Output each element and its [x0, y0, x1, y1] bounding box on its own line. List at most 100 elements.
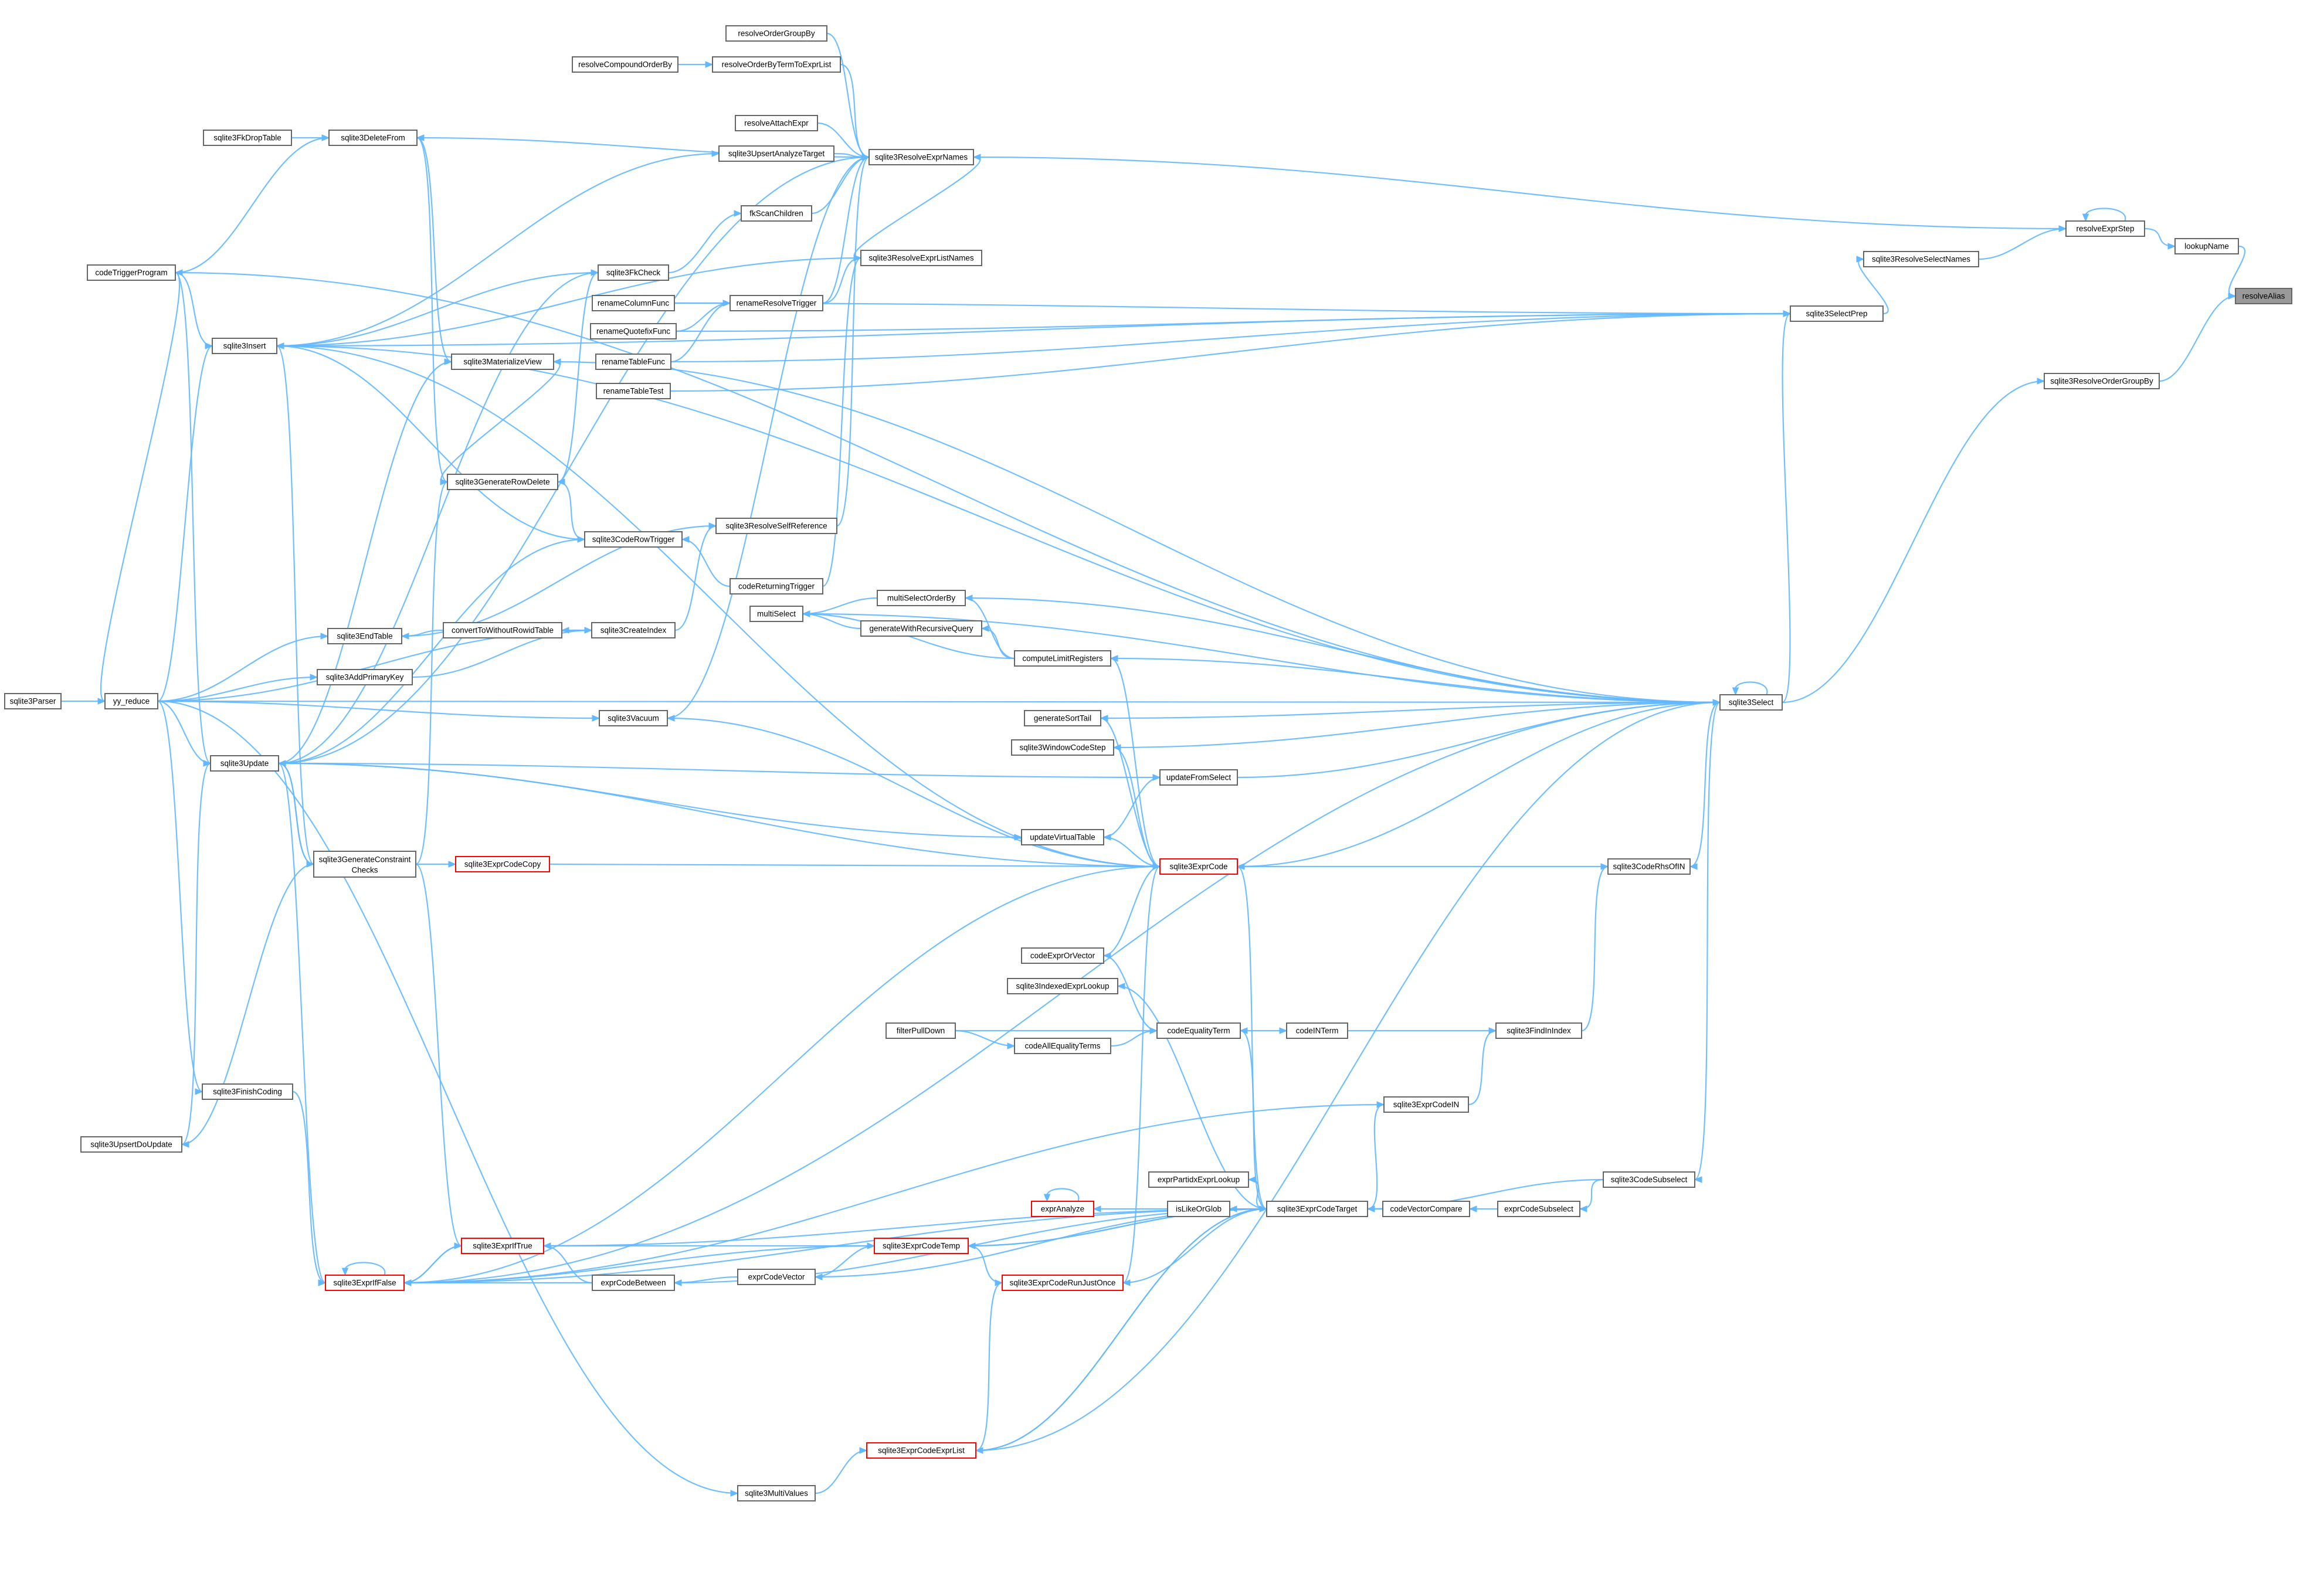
- node-resolveOrderByTermToExprList[interactable]: resolveOrderByTermToExprList: [712, 56, 841, 73]
- node-sqlite3ResolveExprNames[interactable]: sqlite3ResolveExprNames: [868, 149, 974, 165]
- edge-line: [416, 137, 452, 363]
- node-multiSelectOrderBy[interactable]: multiSelectOrderBy: [877, 590, 966, 606]
- node-renameResolveTrigger[interactable]: renameResolveTrigger: [730, 295, 823, 311]
- node-resolveExprStep[interactable]: resolveExprStep: [2065, 220, 2145, 237]
- node-exprCodeVector[interactable]: exprCodeVector: [737, 1269, 816, 1285]
- node-sqlite3WindowCodeStep[interactable]: sqlite3WindowCodeStep: [1011, 739, 1114, 756]
- node-renameColumnFunc[interactable]: renameColumnFunc: [592, 295, 675, 311]
- edge-arrowhead: [1102, 834, 1111, 841]
- node-lookupName[interactable]: lookupName: [2174, 238, 2239, 254]
- node-codeEqualityTerm[interactable]: codeEqualityTerm: [1156, 1022, 1241, 1039]
- node-box: [4, 693, 62, 709]
- node-box: [749, 606, 803, 622]
- node-renameTableTest[interactable]: renameTableTest: [596, 383, 671, 399]
- node-box: [80, 1136, 182, 1153]
- node-sqlite3ExprIfFalse[interactable]: sqlite3ExprIfFalse: [325, 1275, 405, 1291]
- node-resolveOrderGroupBy[interactable]: resolveOrderGroupBy: [725, 25, 827, 42]
- node-sqlite3CodeRhsOfIN[interactable]: sqlite3CodeRhsOfIN: [1607, 858, 1691, 875]
- node-exprCodeBetween[interactable]: exprCodeBetween: [592, 1275, 675, 1291]
- node-generateWithRecursiveQuery[interactable]: generateWithRecursiveQuery: [860, 620, 982, 637]
- node-sqlite3FkDropTable[interactable]: sqlite3FkDropTable: [203, 130, 292, 146]
- node-sqlite3GenerateRowDelete[interactable]: sqlite3GenerateRowDelete: [447, 474, 558, 490]
- edge-sqlite3ResolveOrderGroupBy-to-resolveAlias: [2159, 293, 2237, 382]
- node-sqlite3Insert[interactable]: sqlite3Insert: [212, 338, 277, 354]
- edge-sqlite3ExprCodeTarget-to-sqlite3ExprCode: [1236, 863, 1267, 1210]
- node-label: exprAnalyze: [1041, 1205, 1084, 1214]
- node-sqlite3SelectPrep[interactable]: sqlite3SelectPrep: [1790, 305, 1884, 322]
- node-sqlite3ExprCodeCopy[interactable]: sqlite3ExprCodeCopy: [455, 856, 550, 872]
- edge-line: [2144, 227, 2176, 247]
- node-sqlite3ExprCodeIN[interactable]: sqlite3ExprCodeIN: [1383, 1096, 1469, 1113]
- node-label: sqlite3ExprCodeRunJustOnce: [1010, 1279, 1116, 1287]
- node-sqlite3UpsertDoUpdate[interactable]: sqlite3UpsertDoUpdate: [80, 1136, 182, 1153]
- node-sqlite3MaterializeView[interactable]: sqlite3MaterializeView: [451, 354, 554, 370]
- edge-sqlite3FkCheck-to-fkScanChildren: [668, 210, 742, 274]
- node-sqlite3FindInIndex[interactable]: sqlite3FindInIndex: [1495, 1022, 1582, 1039]
- edge-line: [175, 137, 330, 274]
- node-sqlite3FkCheck[interactable]: sqlite3FkCheck: [598, 264, 669, 281]
- node-convertToWithoutRowidTable[interactable]: convertToWithoutRowidTable: [443, 622, 562, 638]
- node-sqlite3CodeSubselect[interactable]: sqlite3CodeSubselect: [1603, 1171, 1695, 1188]
- node-label: sqlite3Vacuum: [608, 714, 659, 723]
- node-box: [1014, 1038, 1111, 1054]
- node-sqlite3AddPrimaryKey[interactable]: sqlite3AddPrimaryKey: [317, 669, 413, 685]
- node-exprPartidxExprLookup[interactable]: exprPartidxExprLookup: [1148, 1171, 1249, 1188]
- node-sqlite3DeleteFrom[interactable]: sqlite3DeleteFrom: [328, 130, 418, 146]
- node-isLikeOrGlob[interactable]: isLikeOrGlob: [1167, 1201, 1230, 1217]
- edge-sqlite3SelectPrep-to-sqlite3ResolveSelectNames: [1856, 256, 1889, 315]
- node-sqlite3ExprCodeTemp[interactable]: sqlite3ExprCodeTemp: [874, 1238, 969, 1254]
- node-codeVectorCompare[interactable]: codeVectorCompare: [1382, 1201, 1470, 1217]
- node-renameTableFunc[interactable]: renameTableFunc: [595, 354, 671, 370]
- node-sqlite3CodeRowTrigger[interactable]: sqlite3CodeRowTrigger: [584, 531, 683, 548]
- edge-arrowhead: [592, 715, 600, 722]
- node-codeINTerm[interactable]: codeINTerm: [1286, 1022, 1348, 1039]
- node-sqlite3ExprIfTrue[interactable]: sqlite3ExprIfTrue: [461, 1238, 544, 1254]
- node-codeExprOrVector[interactable]: codeExprOrVector: [1021, 947, 1104, 964]
- node-sqlite3ResolveSelfReference[interactable]: sqlite3ResolveSelfReference: [715, 518, 837, 534]
- node-updateFromSelect[interactable]: updateFromSelect: [1159, 769, 1238, 786]
- node-sqlite3ResolveOrderGroupBy[interactable]: sqlite3ResolveOrderGroupBy: [2044, 373, 2160, 389]
- node-sqlite3ExprCode[interactable]: sqlite3ExprCode: [1159, 858, 1238, 875]
- node-box: [210, 755, 279, 772]
- node-codeAllEqualityTerms[interactable]: codeAllEqualityTerms: [1014, 1038, 1111, 1054]
- node-fkScanChildren[interactable]: fkScanChildren: [741, 205, 812, 222]
- node-renameQuotefixFunc[interactable]: renameQuotefixFunc: [590, 323, 677, 339]
- node-updateVirtualTable[interactable]: updateVirtualTable: [1021, 829, 1104, 845]
- node-resolveCompoundOrderBy[interactable]: resolveCompoundOrderBy: [572, 56, 678, 73]
- edge-arrowhead: [1112, 744, 1121, 751]
- node-yy_reduce[interactable]: yy_reduce: [104, 693, 158, 709]
- node-sqlite3ExprCodeRunJustOnce[interactable]: sqlite3ExprCodeRunJustOnce: [1002, 1275, 1124, 1291]
- node-resolveAlias[interactable]: resolveAlias: [2235, 288, 2292, 304]
- node-exprCodeSubselect[interactable]: exprCodeSubselect: [1497, 1201, 1580, 1217]
- node-sqlite3FinishCoding[interactable]: sqlite3FinishCoding: [202, 1083, 293, 1100]
- node-sqlite3Update[interactable]: sqlite3Update: [210, 755, 279, 772]
- node-sqlite3ExprCodeTarget[interactable]: sqlite3ExprCodeTarget: [1266, 1201, 1368, 1217]
- node-sqlite3EndTable[interactable]: sqlite3EndTable: [327, 628, 402, 644]
- node-codeReturningTrigger[interactable]: codeReturningTrigger: [730, 578, 823, 594]
- edge-arrowhead: [552, 358, 561, 365]
- node-filterPullDown[interactable]: filterPullDown: [886, 1022, 956, 1039]
- node-sqlite3ResolveSelectNames[interactable]: sqlite3ResolveSelectNames: [1863, 251, 1979, 267]
- node-sqlite3Parser[interactable]: sqlite3Parser: [4, 693, 62, 709]
- edge-arrowhead: [2082, 213, 2089, 222]
- node-sqlite3ExprCodeExprList[interactable]: sqlite3ExprCodeExprList: [866, 1442, 976, 1459]
- node-generateSortTail[interactable]: generateSortTail: [1024, 710, 1101, 726]
- node-sqlite3IndexedExprLookup[interactable]: sqlite3IndexedExprLookup: [1007, 978, 1118, 994]
- node-multiSelect[interactable]: multiSelect: [749, 606, 803, 622]
- node-sqlite3UpsertAnalyzeTarget[interactable]: sqlite3UpsertAnalyzeTarget: [718, 145, 834, 162]
- node-sqlite3ResolveExprListNames[interactable]: sqlite3ResolveExprListNames: [860, 250, 982, 266]
- edge-line: [681, 538, 731, 587]
- node-sqlite3CreateIndex[interactable]: sqlite3CreateIndex: [591, 622, 676, 638]
- node-box: [1159, 858, 1238, 875]
- node-sqlite3Select[interactable]: sqlite3Select: [1719, 694, 1783, 711]
- node-exprAnalyze[interactable]: exprAnalyze: [1031, 1201, 1094, 1217]
- node-resolveAttachExpr[interactable]: resolveAttachExpr: [735, 115, 818, 131]
- node-codeTriggerProgram[interactable]: codeTriggerProgram: [87, 264, 176, 281]
- node-label: sqlite3ExprCodeTemp: [883, 1242, 960, 1251]
- node-sqlite3MultiValues[interactable]: sqlite3MultiValues: [737, 1485, 816, 1501]
- node-computeLimitRegisters[interactable]: computeLimitRegisters: [1014, 650, 1111, 667]
- edge-codeTriggerProgram-to-sqlite3Select: [175, 271, 1721, 706]
- node-sqlite3Vacuum[interactable]: sqlite3Vacuum: [599, 710, 668, 726]
- node-label: generateSortTail: [1034, 714, 1091, 723]
